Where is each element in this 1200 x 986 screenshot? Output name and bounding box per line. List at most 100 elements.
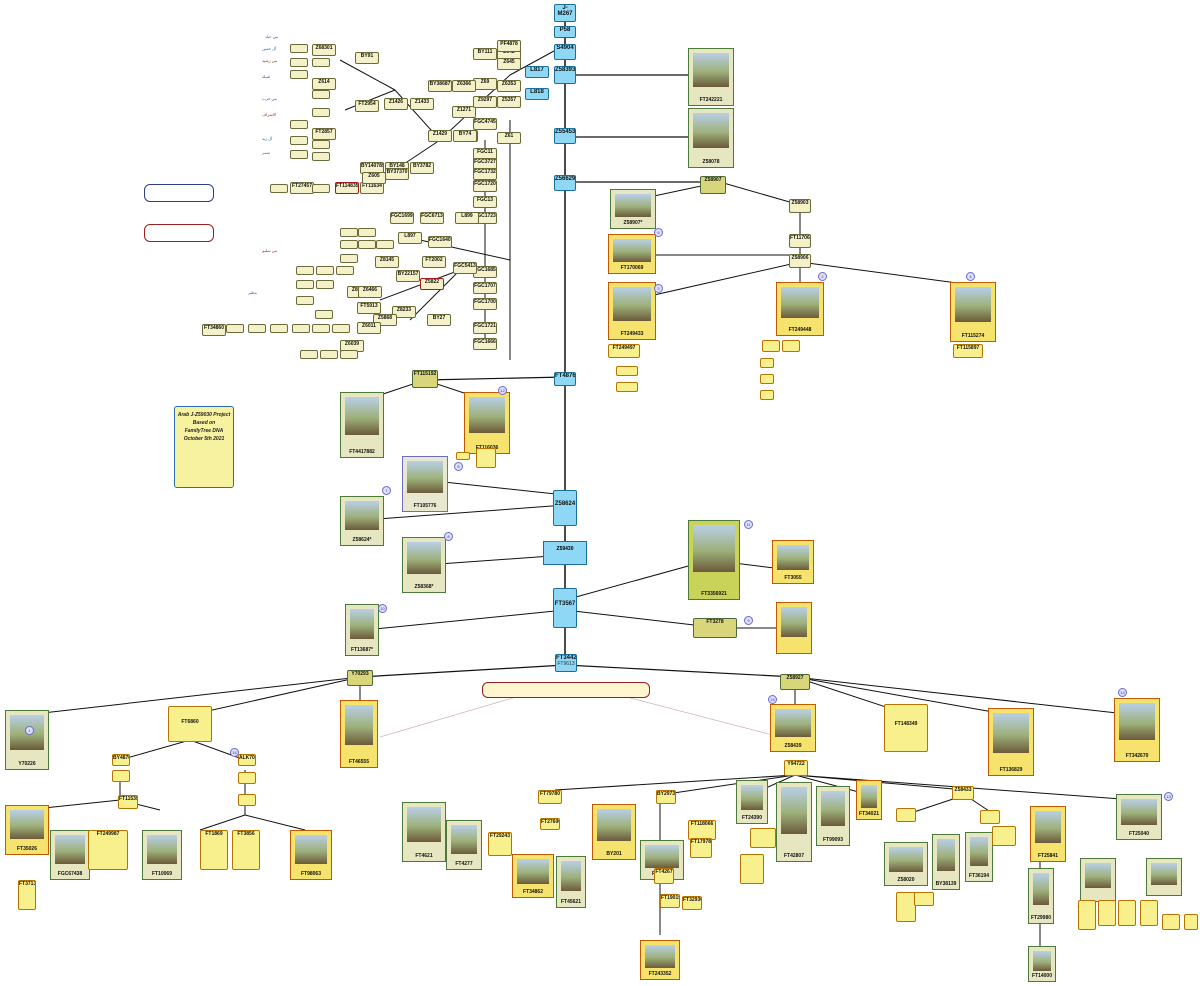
tree-node[interactable] xyxy=(340,228,358,237)
tree-node[interactable]: FT117068 xyxy=(789,234,811,248)
tree-node[interactable] xyxy=(1140,900,1158,926)
spine-node[interactable]: Z58624 xyxy=(553,490,577,526)
tree-node[interactable] xyxy=(312,58,330,67)
spine-node[interactable]: S4904 xyxy=(554,44,576,60)
tree-node[interactable]: FGC13 xyxy=(473,196,497,208)
tree-node[interactable]: BY38687 xyxy=(428,80,452,92)
tree-node[interactable] xyxy=(358,240,376,249)
photo-node[interactable]: Z58439 xyxy=(770,704,816,752)
tree-node[interactable]: L899 xyxy=(455,212,479,224)
tree-node[interactable]: FT4267 xyxy=(654,868,674,884)
photo-node[interactable]: FT34021 xyxy=(856,780,882,820)
spine-node[interactable]: Z58393 xyxy=(554,66,576,84)
tree-node[interactable]: Z58906 xyxy=(789,254,811,268)
tree-node[interactable]: Z8145 xyxy=(375,256,399,268)
photo-node[interactable]: FT116036 xyxy=(464,392,510,454)
spine-node[interactable]: J-M267 xyxy=(554,4,576,22)
tree-node[interactable] xyxy=(740,854,764,884)
photo-node[interactable]: FT105776 xyxy=(402,456,448,512)
tree-node[interactable]: FGC5413 xyxy=(453,262,477,274)
photo-node[interactable]: FT25040 xyxy=(1116,794,1162,840)
tree-node[interactable] xyxy=(226,324,244,333)
tree-node[interactable] xyxy=(376,240,394,249)
tree-node[interactable] xyxy=(238,772,256,784)
tree-node[interactable]: ALK708 xyxy=(238,754,256,766)
photo-node[interactable]: FT99093 xyxy=(816,786,850,846)
tree-node[interactable]: Z58903 xyxy=(789,199,811,213)
tree-node[interactable]: FGC11 xyxy=(473,148,497,160)
tree-node[interactable] xyxy=(312,152,330,161)
tree-node[interactable] xyxy=(270,184,288,193)
photo-node[interactable]: FT4277 xyxy=(446,820,482,870)
photo-node[interactable]: FT249433 xyxy=(608,282,656,340)
tree-node[interactable]: FT115897 xyxy=(953,344,983,358)
tree-node[interactable] xyxy=(316,266,334,275)
tree-node[interactable] xyxy=(312,108,330,117)
center-node[interactable]: Z59430 xyxy=(543,541,587,565)
tree-node[interactable]: Y70293 xyxy=(347,670,373,686)
tree-node[interactable]: FT249497 xyxy=(608,344,640,358)
photo-node[interactable]: FT46555 xyxy=(340,700,378,768)
photo-node[interactable]: FT35026 xyxy=(5,805,49,855)
tree-node[interactable] xyxy=(750,828,776,848)
tree-node[interactable]: BY29730 xyxy=(656,790,676,804)
tree-node[interactable]: BY3782 xyxy=(410,162,434,174)
photo-node[interactable]: Z58078 xyxy=(688,108,734,168)
photo-node[interactable]: FT10069 xyxy=(142,830,182,880)
photo-node[interactable]: BY201 xyxy=(592,804,636,860)
tree-node[interactable]: FGC1666 xyxy=(473,338,497,350)
tree-node[interactable] xyxy=(290,150,308,159)
tree-node[interactable]: FT29243 xyxy=(488,832,512,856)
tree-node[interactable]: Z58433 xyxy=(952,786,974,800)
photo-node[interactable]: BY38139 xyxy=(932,834,960,890)
tree-node[interactable]: Z8233 xyxy=(392,306,416,318)
tree-node[interactable]: FT115192 xyxy=(412,370,438,388)
tree-node[interactable]: BY111 xyxy=(473,48,497,60)
tree-node[interactable] xyxy=(340,254,358,263)
photo-node[interactable]: FT14000 xyxy=(1028,946,1056,982)
tree-node[interactable]: FT32936 xyxy=(682,896,702,910)
tree-node[interactable]: FT2954 xyxy=(355,100,379,112)
tree-node[interactable] xyxy=(782,340,800,352)
tree-node[interactable] xyxy=(980,810,1000,824)
tree-node[interactable]: FT5913 xyxy=(357,302,381,314)
tree-node[interactable] xyxy=(290,70,308,79)
tree-node[interactable] xyxy=(238,794,256,806)
photo-node[interactable]: FT25841 xyxy=(1030,806,1066,862)
tree-node[interactable]: Z1429 xyxy=(428,130,452,142)
photo-node[interactable]: Z58907* xyxy=(610,189,656,229)
tree-node[interactable]: L817 xyxy=(525,66,549,78)
photo-node[interactable]: FT242221 xyxy=(688,48,734,106)
tree-node[interactable] xyxy=(896,808,916,822)
tree-node[interactable]: FGC1700 xyxy=(473,298,497,310)
spine-node[interactable]: FT4876 xyxy=(554,372,576,386)
photo-node[interactable]: FT4417882 xyxy=(340,392,384,458)
photo-node[interactable]: Z58020 xyxy=(884,842,928,886)
tree-node[interactable] xyxy=(358,228,376,237)
tree-node[interactable] xyxy=(1118,900,1136,926)
tree-node[interactable] xyxy=(315,310,333,319)
photo-node[interactable]: FT243352 xyxy=(640,940,680,980)
tree-node[interactable]: Z645 xyxy=(497,58,521,70)
photo-node[interactable]: FGC67438 xyxy=(50,830,90,880)
tree-node[interactable] xyxy=(1078,900,1096,930)
photo-node[interactable]: FT170069 xyxy=(608,234,656,274)
spine-node[interactable]: Z56629 xyxy=(554,175,576,191)
tree-node[interactable] xyxy=(312,324,330,333)
photo-node[interactable]: FT115274 xyxy=(950,282,996,342)
tree-node[interactable] xyxy=(320,350,338,359)
spine-node[interactable]: FT3567 xyxy=(553,588,577,628)
tree-node[interactable] xyxy=(312,184,330,193)
tree-node[interactable]: Z5822 xyxy=(420,278,444,290)
tree-node[interactable]: Z68301 xyxy=(312,44,336,56)
tree-node[interactable] xyxy=(312,90,330,99)
tree-node[interactable]: FGC1721 xyxy=(473,322,497,334)
tree-node[interactable] xyxy=(340,350,358,359)
tree-node[interactable]: FT249987 xyxy=(88,830,128,870)
tree-node[interactable]: FGC4745 xyxy=(473,118,497,130)
tree-node[interactable]: FGC1707 xyxy=(473,282,497,294)
photo-node[interactable]: FT42807 xyxy=(776,782,812,862)
tree-node[interactable] xyxy=(760,358,774,368)
tree-node[interactable]: Z58927 xyxy=(780,674,810,690)
photo-node[interactable]: Y70226 xyxy=(5,710,49,770)
